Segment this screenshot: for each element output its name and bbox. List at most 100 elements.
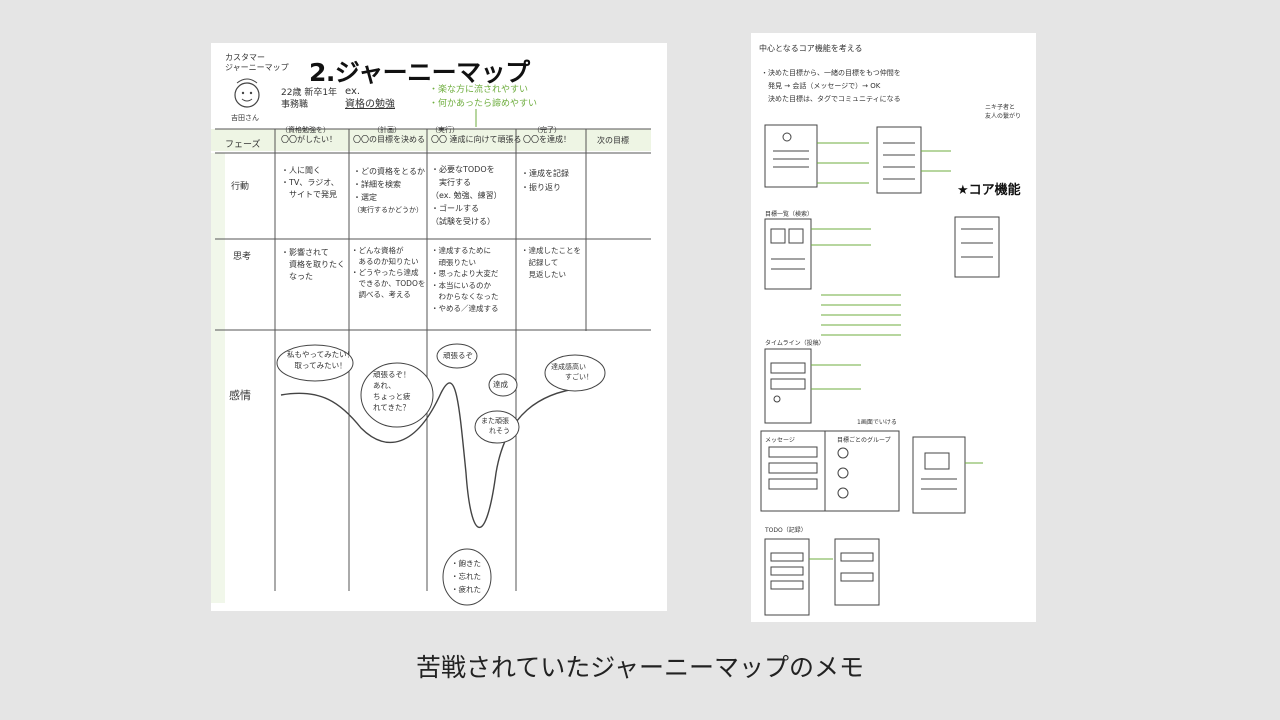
cell-line: （試験を受ける） [431, 217, 495, 226]
persona-header-line: ジャーニーマップ [225, 63, 289, 72]
persona-example-line: ex. [345, 86, 361, 97]
journey-map-sheet: カスタマー ジャーニーマップ 2.ジャーニーマップ 22歳 新卒1年 事務職 吉… [211, 43, 667, 611]
cell-line: ・どの資格をとるか [353, 167, 425, 176]
bubble-line: れてきた？ [373, 403, 411, 412]
screen-label-todo: TODO（記録） [765, 527, 807, 534]
screen-label-timeline: タイムライン（投稿） [765, 340, 825, 347]
phase-sub: （資格勉強を） [281, 126, 330, 134]
intro-line: ・決めた目標から、一緒の目標をもつ仲間を [761, 69, 901, 77]
emotion-bubble: また頑張 れそう [481, 416, 510, 436]
cell-line: サイトで発見 [281, 190, 337, 199]
persona-profile-line: 22歳 新卒1年 [281, 88, 338, 98]
cell-line: わからなくなった [431, 292, 499, 301]
phase-label: 〇〇の目標を決める [353, 135, 425, 144]
cell-line: ・やめる／達成する [431, 303, 499, 313]
persona-trait: ・楽な方に流されやすい [429, 85, 529, 95]
cell-line: 資格を取りたく [281, 260, 345, 269]
thought-cell-3: ・達成するために 頑張りたい ・思ったより大変だ ・本当にいるのか わからなくな… [431, 245, 499, 314]
phase-3: （実行） 〇〇 達成に向けて頑張る [431, 125, 522, 145]
bubble-line: あれ、 [373, 381, 396, 390]
bubble-line: また頑張 [481, 417, 509, 425]
cell-line: ・達成を記録 [521, 169, 569, 178]
emotion-bubble: 頑張るぞ！ あれ、 ちょっと疲 れてきた？ [373, 369, 411, 413]
side-note-line: 友人の繋がり [985, 113, 1022, 120]
persona-profile-line: 事務職 [281, 100, 309, 110]
core-feature-intro: ・決めた目標から、一緒の目標をもつ仲間を 発見 → 会話（メッセージで）→ OK… [761, 67, 901, 106]
phase-4: （完了） 〇〇を達成！ [523, 125, 571, 145]
emotion-bubble: 達成 [493, 380, 508, 389]
cell-line: ・必要なTODOを [431, 165, 495, 174]
cell-line: ・思ったより大変だ [431, 269, 499, 278]
cell-line: ・人に聞く [281, 166, 321, 175]
phase-label: 〇〇を達成！ [523, 135, 571, 144]
cell-line: ・振り返り [521, 183, 561, 192]
core-feature-label: ★コア機能 [957, 183, 1021, 198]
emotion-bubble: 達成感高い すごい！ [551, 362, 593, 382]
cell-line: ・本当にいるのか [431, 280, 491, 290]
persona-traits: ・楽な方に流されやすい ・何かあったら諦めやすい [429, 83, 537, 111]
emotion-bubble: 私もやってみたい！ 取ってみたい！ [287, 349, 354, 371]
emotion-bubble: 頑張るぞ [443, 351, 473, 360]
persona-example: ex. 資格の勉強 [345, 85, 395, 111]
cell-line: ・どうやったら達成 [351, 268, 419, 277]
cell-line: できるか、TODOを [351, 279, 426, 288]
cell-line: ・ゴールする [431, 204, 479, 213]
bubble-line: れそう [489, 427, 510, 435]
screen-label-messages: メッセージ [765, 437, 795, 444]
cell-line: ・影響されて [281, 248, 329, 257]
phase-sub: （完了） [533, 126, 561, 134]
action-cell-4: ・達成を記録 ・振り返り [521, 167, 569, 195]
phase-sub: （計画） [373, 126, 401, 134]
side-note: ニキ子者と 友人の繋がり [985, 103, 1021, 121]
journey-map-grid [211, 78, 651, 606]
bubble-line: 私もやってみたい！ [287, 350, 355, 359]
cell-line: （ex. 勉強、練習） [431, 191, 502, 200]
bubble-line: ・忘れた [451, 572, 481, 581]
cell-line: あるのか知りたい [351, 257, 419, 266]
emotion-bubble: ・飽きた ・忘れた ・疲れた [451, 557, 481, 596]
phase-sub: （実行） [431, 126, 459, 134]
phase-2: （計画） 〇〇の目標を決める [353, 125, 425, 145]
phase-label: 〇〇がしたい！ [281, 135, 337, 144]
persona-header: カスタマー ジャーニーマップ [225, 53, 289, 73]
phase-header-label: フェーズ [225, 140, 261, 150]
cell-line: ・TV、ラジオ、 [281, 178, 339, 187]
phase-label: 〇〇 達成に向けて頑張る [431, 135, 522, 144]
bubble-line: ちょっと疲 [373, 392, 411, 401]
slide-caption: 苦戦されていたジャーニーマップのメモ [415, 653, 864, 682]
bubble-line: ・疲れた [451, 585, 481, 594]
cell-line: ・達成したことを [521, 246, 581, 255]
bubble-line: 頑張るぞ！ [373, 370, 411, 379]
persona-header-line: カスタマー [225, 53, 265, 62]
cell-line: 実行する [431, 178, 471, 187]
bubble-line: すごい！ [565, 373, 593, 381]
bubble-line: 取ってみたい！ [294, 361, 347, 370]
row-label-thought: 思考 [233, 252, 252, 262]
row-label-action: 行動 [231, 182, 250, 192]
cell-line: 見返したい [521, 270, 566, 279]
cell-line: 調べる、考える [351, 290, 411, 299]
row-label-emotion: 感情 [229, 389, 251, 402]
persona-trait: ・何かあったら諦めやすい [429, 99, 538, 109]
core-feature-heading: 中心となるコア機能を考える [759, 44, 863, 53]
action-cell-2: ・どの資格をとるか ・詳細を検索 ・選定 （実行するかどうか） [353, 165, 425, 217]
thought-cell-1: ・影響されて 資格を取りたく なった [281, 247, 345, 283]
cell-line: 頑張りたい [431, 257, 476, 267]
thought-cell-4: ・達成したことを 記録して 見返したい [521, 245, 581, 281]
persona-profile: 22歳 新卒1年 事務職 [281, 87, 337, 111]
bubble-line: 達成感高い [551, 363, 586, 371]
action-cell-1: ・人に聞く ・TV、ラジオ、 サイトで発見 [281, 165, 339, 201]
action-cell-3: ・必要なTODOを 実行する （ex. 勉強、練習） ・ゴールする （試験を受け… [431, 163, 502, 228]
thought-cell-2: ・どんな資格が あるのか知りたい ・どうやったら達成 できるか、TODOを 調べ… [351, 245, 425, 300]
persona-example-line: 資格の勉強 [345, 99, 395, 110]
intro-line: 決めた目標は、タグでコミュニティになる [761, 95, 901, 103]
phase-1: （資格勉強を） 〇〇がしたい！ [281, 125, 337, 145]
intro-line: 発見 → 会話（メッセージで）→ OK [761, 82, 881, 90]
screen-label-target-list: 目標一覧（検索） [765, 211, 814, 218]
phase-5: 次の目標 [597, 136, 629, 145]
cell-line: ・選定 [353, 193, 377, 202]
cell-line: （実行するかどうか） [353, 206, 423, 214]
journey-map-title: 2.ジャーニーマップ [309, 58, 530, 87]
cell-line: ・達成するために [431, 246, 491, 255]
cell-line: 記録して [521, 258, 559, 267]
